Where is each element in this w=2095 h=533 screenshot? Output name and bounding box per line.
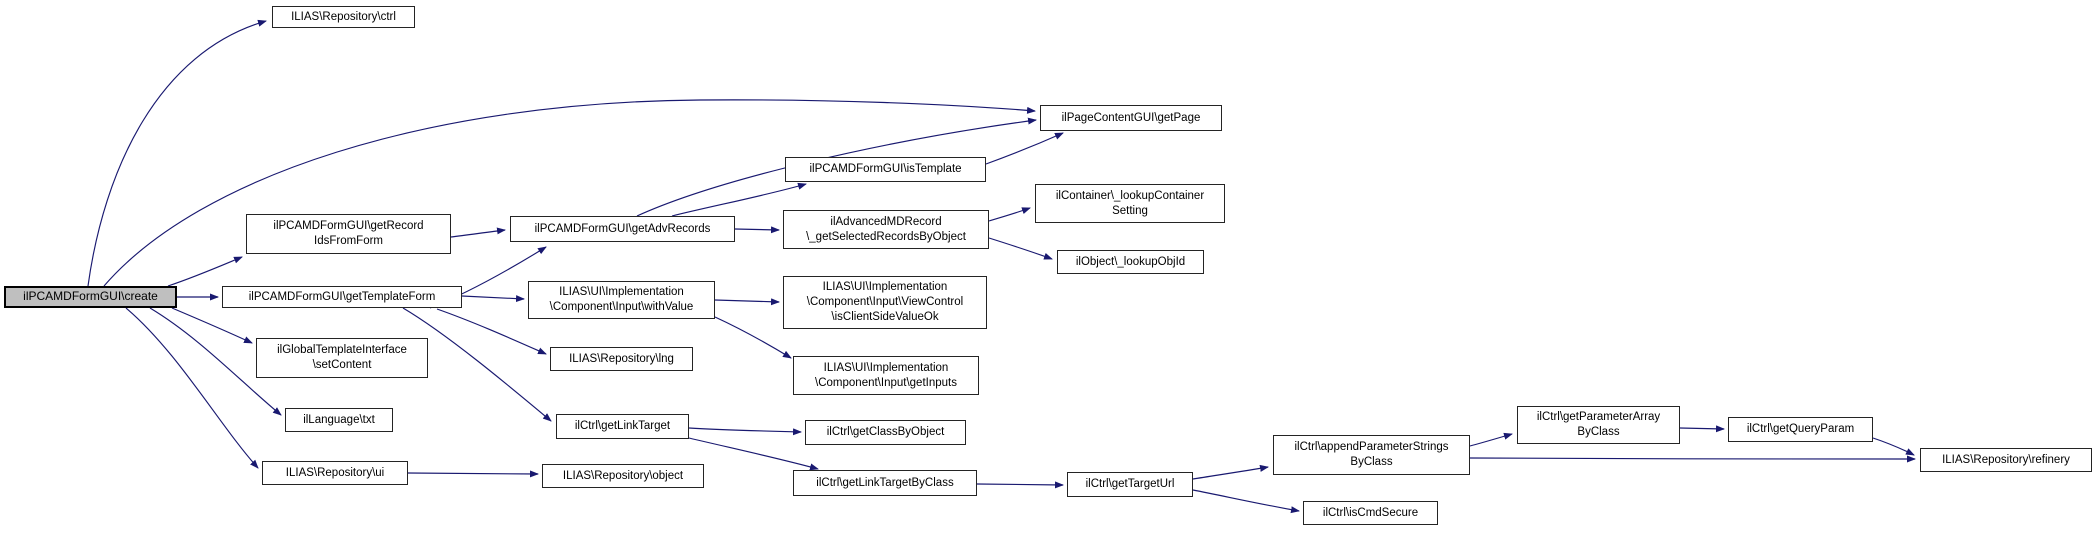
- node-label-line: ByClass: [1350, 456, 1393, 468]
- graph-node-get-link-target[interactable]: ilCtrl\getLinkTarget: [556, 414, 689, 439]
- node-label-line: ILIAS\UI\Implementation: [823, 361, 949, 374]
- node-label-line: ilGlobalTemplateInterface: [277, 344, 407, 357]
- node-label-line: ilCtrl\getTargetUrl: [1085, 478, 1175, 491]
- node-label-line: \isClientSideValueOk: [831, 310, 939, 323]
- edge-create-to-get-page: [103, 99, 1036, 287]
- edge-append-parameter-strings-by-class-to-get-parameter-array-by-class: [1469, 432, 1513, 447]
- node-label-line: ilCtrl\getLinkTargetByClass: [816, 476, 954, 489]
- graph-node-is-template[interactable]: ilPCAMDFormGUI\isTemplate: [785, 157, 986, 182]
- edge-repository-ui-to-repository-object: [407, 470, 539, 478]
- graph-node-repository-refinery[interactable]: ILIAS\Repository\refinery: [1920, 448, 2092, 472]
- node-label-line: ILIAS\Repository\lng: [569, 352, 674, 365]
- graph-node-with-value[interactable]: ILIAS\UI\Implementation \Component\Input\…: [528, 281, 715, 319]
- node-label-line: ILIAS\UI\Implementation: [559, 286, 684, 299]
- edge-get-target-url-to-is-cmd-secure: [1192, 489, 1300, 514]
- node-label-line: \setContent: [312, 359, 372, 371]
- node-label-line: \_getSelectedRecordsByObject: [806, 230, 966, 243]
- node-label-line: ilContainer\_lookupContainer: [1055, 189, 1205, 202]
- node-label-line: ilPCAMDFormGUI\getRecord: [273, 220, 424, 233]
- edge-create-to-repository-ui: [125, 307, 259, 469]
- graph-node-repository-object[interactable]: ILIAS\Repository\object: [542, 464, 704, 488]
- edge-get-link-target-to-get-link-target-by-class: [688, 437, 819, 471]
- node-label-line: ilAdvancedMDRecord: [830, 215, 942, 228]
- edge-get-query-param-to-repository-refinery: [1872, 437, 1915, 456]
- node-label-line: ILIAS\Repository\refinery: [1942, 453, 2070, 466]
- graph-node-ctrl[interactable]: ILIAS\Repository\ctrl: [272, 6, 415, 28]
- edge-create-to-set-content: [171, 307, 253, 344]
- graph-node-get-page[interactable]: ilPageContentGUI\getPage: [1040, 105, 1222, 131]
- node-label-line: ilPCAMDFormGUI\create: [23, 289, 158, 304]
- edge-get-template-form-to-with-value: [461, 295, 525, 303]
- node-label-line: ilCtrl\getLinkTarget: [574, 420, 671, 433]
- edge-get-link-target-to-get-class-by-object: [688, 427, 802, 436]
- graph-node-lookup-obj-id[interactable]: ilObject\_lookupObjId: [1057, 250, 1204, 274]
- node-label-line: ilPCAMDFormGUI\getTemplateForm: [248, 290, 436, 303]
- node-label-line: IdsFromForm: [314, 235, 383, 247]
- edge-get-parameter-array-by-class-to-get-query-param: [1679, 425, 1725, 433]
- graph-node-is-client-side-value-ok[interactable]: ILIAS\UI\Implementation \Component\Input\…: [783, 276, 987, 329]
- edge-get-adv-records-to-get-selected-records-by-object: [734, 226, 780, 234]
- node-label-line: ByClass: [1577, 426, 1620, 438]
- node-label-line: ilCtrl\getParameterArray: [1536, 411, 1661, 424]
- graph-node-get-adv-records[interactable]: ilPCAMDFormGUI\getAdvRecords: [510, 216, 735, 242]
- edge-get-selected-records-by-object-to-lookup-obj-id: [988, 237, 1053, 260]
- graph-node-language-txt[interactable]: ilLanguage\txt: [285, 408, 393, 432]
- node-label-line: ILIAS\Repository\ui: [285, 466, 385, 479]
- graph-node-repository-lng[interactable]: ILIAS\Repository\lng: [550, 347, 693, 371]
- node-label-line: ILIAS\Repository\object: [562, 469, 684, 482]
- node-label-line: \Component\Input\ViewControl: [806, 296, 964, 309]
- edge-with-value-to-is-client-side-value-ok: [714, 298, 780, 306]
- graph-node-set-content[interactable]: ilGlobalTemplateInterface \setContent: [256, 338, 428, 378]
- edge-get-template-form-to-get-link-target: [402, 307, 552, 422]
- edge-is-template-to-get-page: [985, 132, 1064, 165]
- graph-node-get-query-param[interactable]: ilCtrl\getQueryParam: [1728, 417, 1873, 442]
- edge-with-value-to-get-inputs: [714, 316, 792, 359]
- edge-create-to-get-record-ids-from-form: [167, 256, 243, 287]
- node-label-line: ILIAS\UI\Implementation: [822, 281, 948, 294]
- node-label-line: ilCtrl\getQueryParam: [1746, 423, 1855, 436]
- edge-get-adv-records-to-is-template: [671, 182, 807, 217]
- node-label-line: ILIAS\Repository\ctrl: [291, 10, 396, 23]
- node-label-line: ilCtrl\getClassByObject: [826, 426, 945, 439]
- node-label-line: ilPageContentGUI\getPage: [1061, 111, 1201, 124]
- node-label-line: \Component\Input\getInputs: [815, 376, 957, 389]
- edge-create-to-language-txt: [149, 307, 282, 416]
- node-label-line: Setting: [1112, 204, 1148, 217]
- edge-get-link-target-by-class-to-get-target-url: [976, 481, 1064, 489]
- graph-node-get-selected-records-by-object[interactable]: ilAdvancedMDRecord \_getSelectedRecordsBy…: [783, 210, 989, 249]
- graph-node-get-inputs[interactable]: ILIAS\UI\Implementation \Component\Input\…: [793, 356, 979, 395]
- edge-append-parameter-strings-by-class-to-repository-refinery: [1469, 455, 1916, 463]
- node-label-line: ilPCAMDFormGUI\isTemplate: [809, 163, 962, 176]
- node-label-line: \Component\Input\withValue: [549, 301, 694, 313]
- graph-node-is-cmd-secure[interactable]: ilCtrl\isCmdSecure: [1303, 501, 1438, 525]
- graph-node-get-template-form[interactable]: ilPCAMDFormGUI\getTemplateForm: [222, 286, 462, 308]
- node-label-line: ilObject\_lookupObjId: [1075, 255, 1186, 268]
- node-label-line: ilLanguage\txt: [303, 413, 375, 426]
- node-label-line: ilPCAMDFormGUI\getAdvRecords: [534, 222, 711, 235]
- graph-node-get-target-url[interactable]: ilCtrl\getTargetUrl: [1067, 472, 1193, 497]
- edge-get-target-url-to-append-parameter-strings-by-class: [1192, 464, 1269, 480]
- node-label-line: ilCtrl\isCmdSecure: [1322, 506, 1419, 519]
- graph-node-repository-ui[interactable]: ILIAS\Repository\ui: [262, 461, 408, 485]
- edge-get-selected-records-by-object-to-lookup-container-setting: [988, 207, 1031, 222]
- edge-create-to-ctrl: [87, 19, 267, 287]
- graph-node-get-link-target-by-class[interactable]: ilCtrl\getLinkTargetByClass: [793, 470, 977, 496]
- node-label-line: ilCtrl\appendParameterStrings: [1294, 441, 1449, 454]
- graph-node-get-class-by-object[interactable]: ilCtrl\getClassByObject: [805, 420, 966, 445]
- graph-node-create[interactable]: ilPCAMDFormGUI\create: [4, 286, 177, 308]
- edge-get-record-ids-from-form-to-get-adv-records: [450, 227, 506, 238]
- edge-get-template-form-to-repository-lng: [436, 308, 547, 355]
